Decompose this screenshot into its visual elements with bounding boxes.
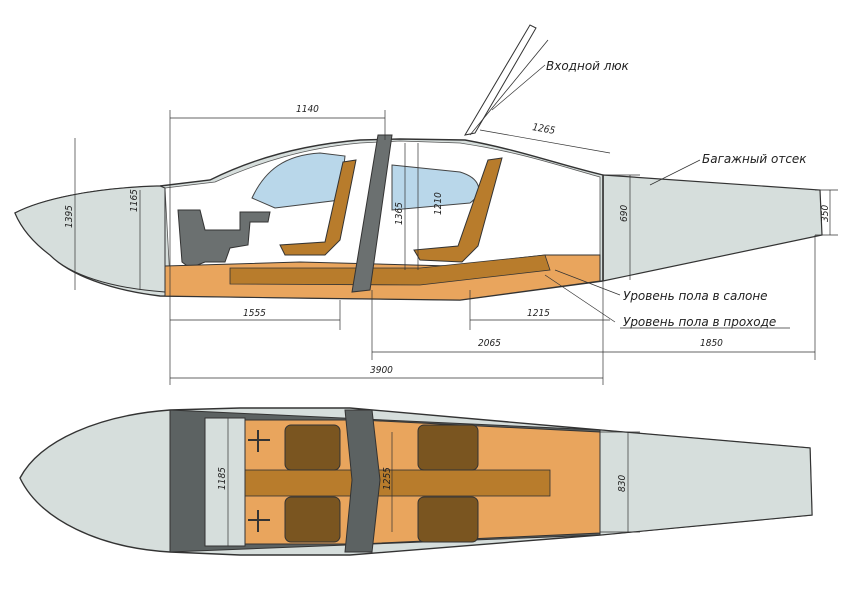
dim-1140: 1140 [296, 104, 319, 115]
dim-1555: 1555 [243, 308, 266, 319]
dim-1165: 1165 [129, 189, 140, 212]
dim-1185: 1185 [217, 467, 228, 490]
label-floor-cabin: Уровень пола в салоне [623, 289, 768, 303]
top-seat-rear-right [417, 496, 479, 543]
dim-3900: 3900 [370, 365, 393, 376]
callout-labels: Входной люк Багажный отсек Уровень пола … [546, 59, 807, 329]
top-seat-rear-left [417, 424, 479, 471]
side-view [14, 24, 823, 301]
dim-1215: 1215 [527, 308, 550, 319]
top-center-pillar [344, 409, 381, 553]
dim-1265: 1265 [531, 122, 556, 137]
top-seat-front-right [284, 496, 341, 543]
dim-1365: 1365 [394, 202, 405, 225]
dim-2065: 2065 [478, 338, 501, 349]
side-dimension-lines [74, 64, 838, 385]
side-hatch-line [469, 39, 549, 136]
side-center-pillar [351, 134, 393, 293]
dim-1255: 1255 [382, 467, 393, 490]
top-yoke-left [248, 430, 270, 452]
dim-1395: 1395 [64, 205, 75, 228]
side-tail-cone [602, 174, 823, 282]
top-seat-front-left [284, 424, 341, 471]
label-baggage: Багажный отсек [702, 152, 807, 166]
top-baggage-area [599, 429, 813, 536]
top-view [19, 407, 813, 556]
top-dimension-lines [227, 418, 640, 546]
label-entry-hatch: Входной люк [546, 59, 630, 73]
dim-350: 350 [820, 205, 831, 222]
top-instrument-panel [204, 417, 246, 547]
side-front-seat [279, 159, 357, 256]
side-entry-hatch [463, 24, 537, 136]
label-floor-aisle: Уровень пола в проходе [623, 315, 776, 329]
top-aisle-strip [244, 469, 551, 497]
dimension-values: 1140 1265 1395 1165 1365 1210 690 350 15… [64, 104, 831, 492]
top-yoke-right [248, 510, 270, 532]
dim-1850: 1850 [700, 338, 723, 349]
dim-830: 830 [617, 475, 628, 492]
side-nose-cone [14, 185, 166, 293]
dim-1210: 1210 [433, 192, 444, 215]
side-rear-seat [413, 157, 503, 263]
side-floor-step [229, 254, 551, 286]
dim-690: 690 [619, 205, 630, 222]
